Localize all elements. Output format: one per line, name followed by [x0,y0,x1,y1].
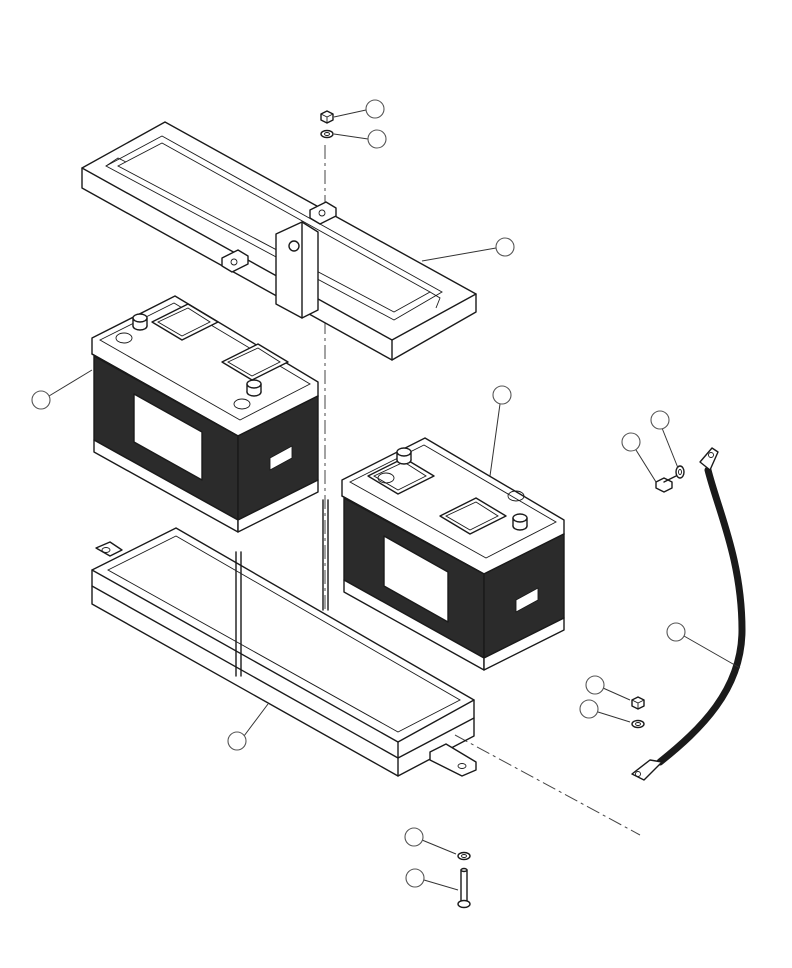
callout-nut-lower [585,675,605,695]
battery-left[interactable] [91,295,319,533]
callout-washer-top [367,129,387,149]
bolt-icon[interactable] [655,475,677,493]
callout-cable-bolt [621,432,641,452]
callout-battery-right [492,385,512,405]
washer-icon[interactable] [675,465,685,479]
hex-nut-icon[interactable] [631,696,645,710]
callout-tray [227,731,247,751]
washer-icon[interactable] [631,719,645,729]
washer-icon[interactable] [320,129,334,139]
callout-frame [495,237,515,257]
hold-down-frame[interactable] [81,121,477,361]
bolt-icon[interactable] [457,867,471,909]
battery-right[interactable] [341,437,565,671]
washer-icon[interactable] [457,851,471,861]
callout-cable-washer [650,410,670,430]
callout-cable [666,622,686,642]
callouts [31,99,741,891]
callout-washer-bottom [404,827,424,847]
callout-nut-top [365,99,385,119]
hex-nut-icon[interactable] [320,110,334,124]
callout-battery-left [31,390,51,410]
cable-icon[interactable] [631,447,746,781]
callout-washer-lower [579,699,599,719]
callout-bolt-bottom [405,868,425,888]
battery-tray[interactable] [91,499,477,777]
